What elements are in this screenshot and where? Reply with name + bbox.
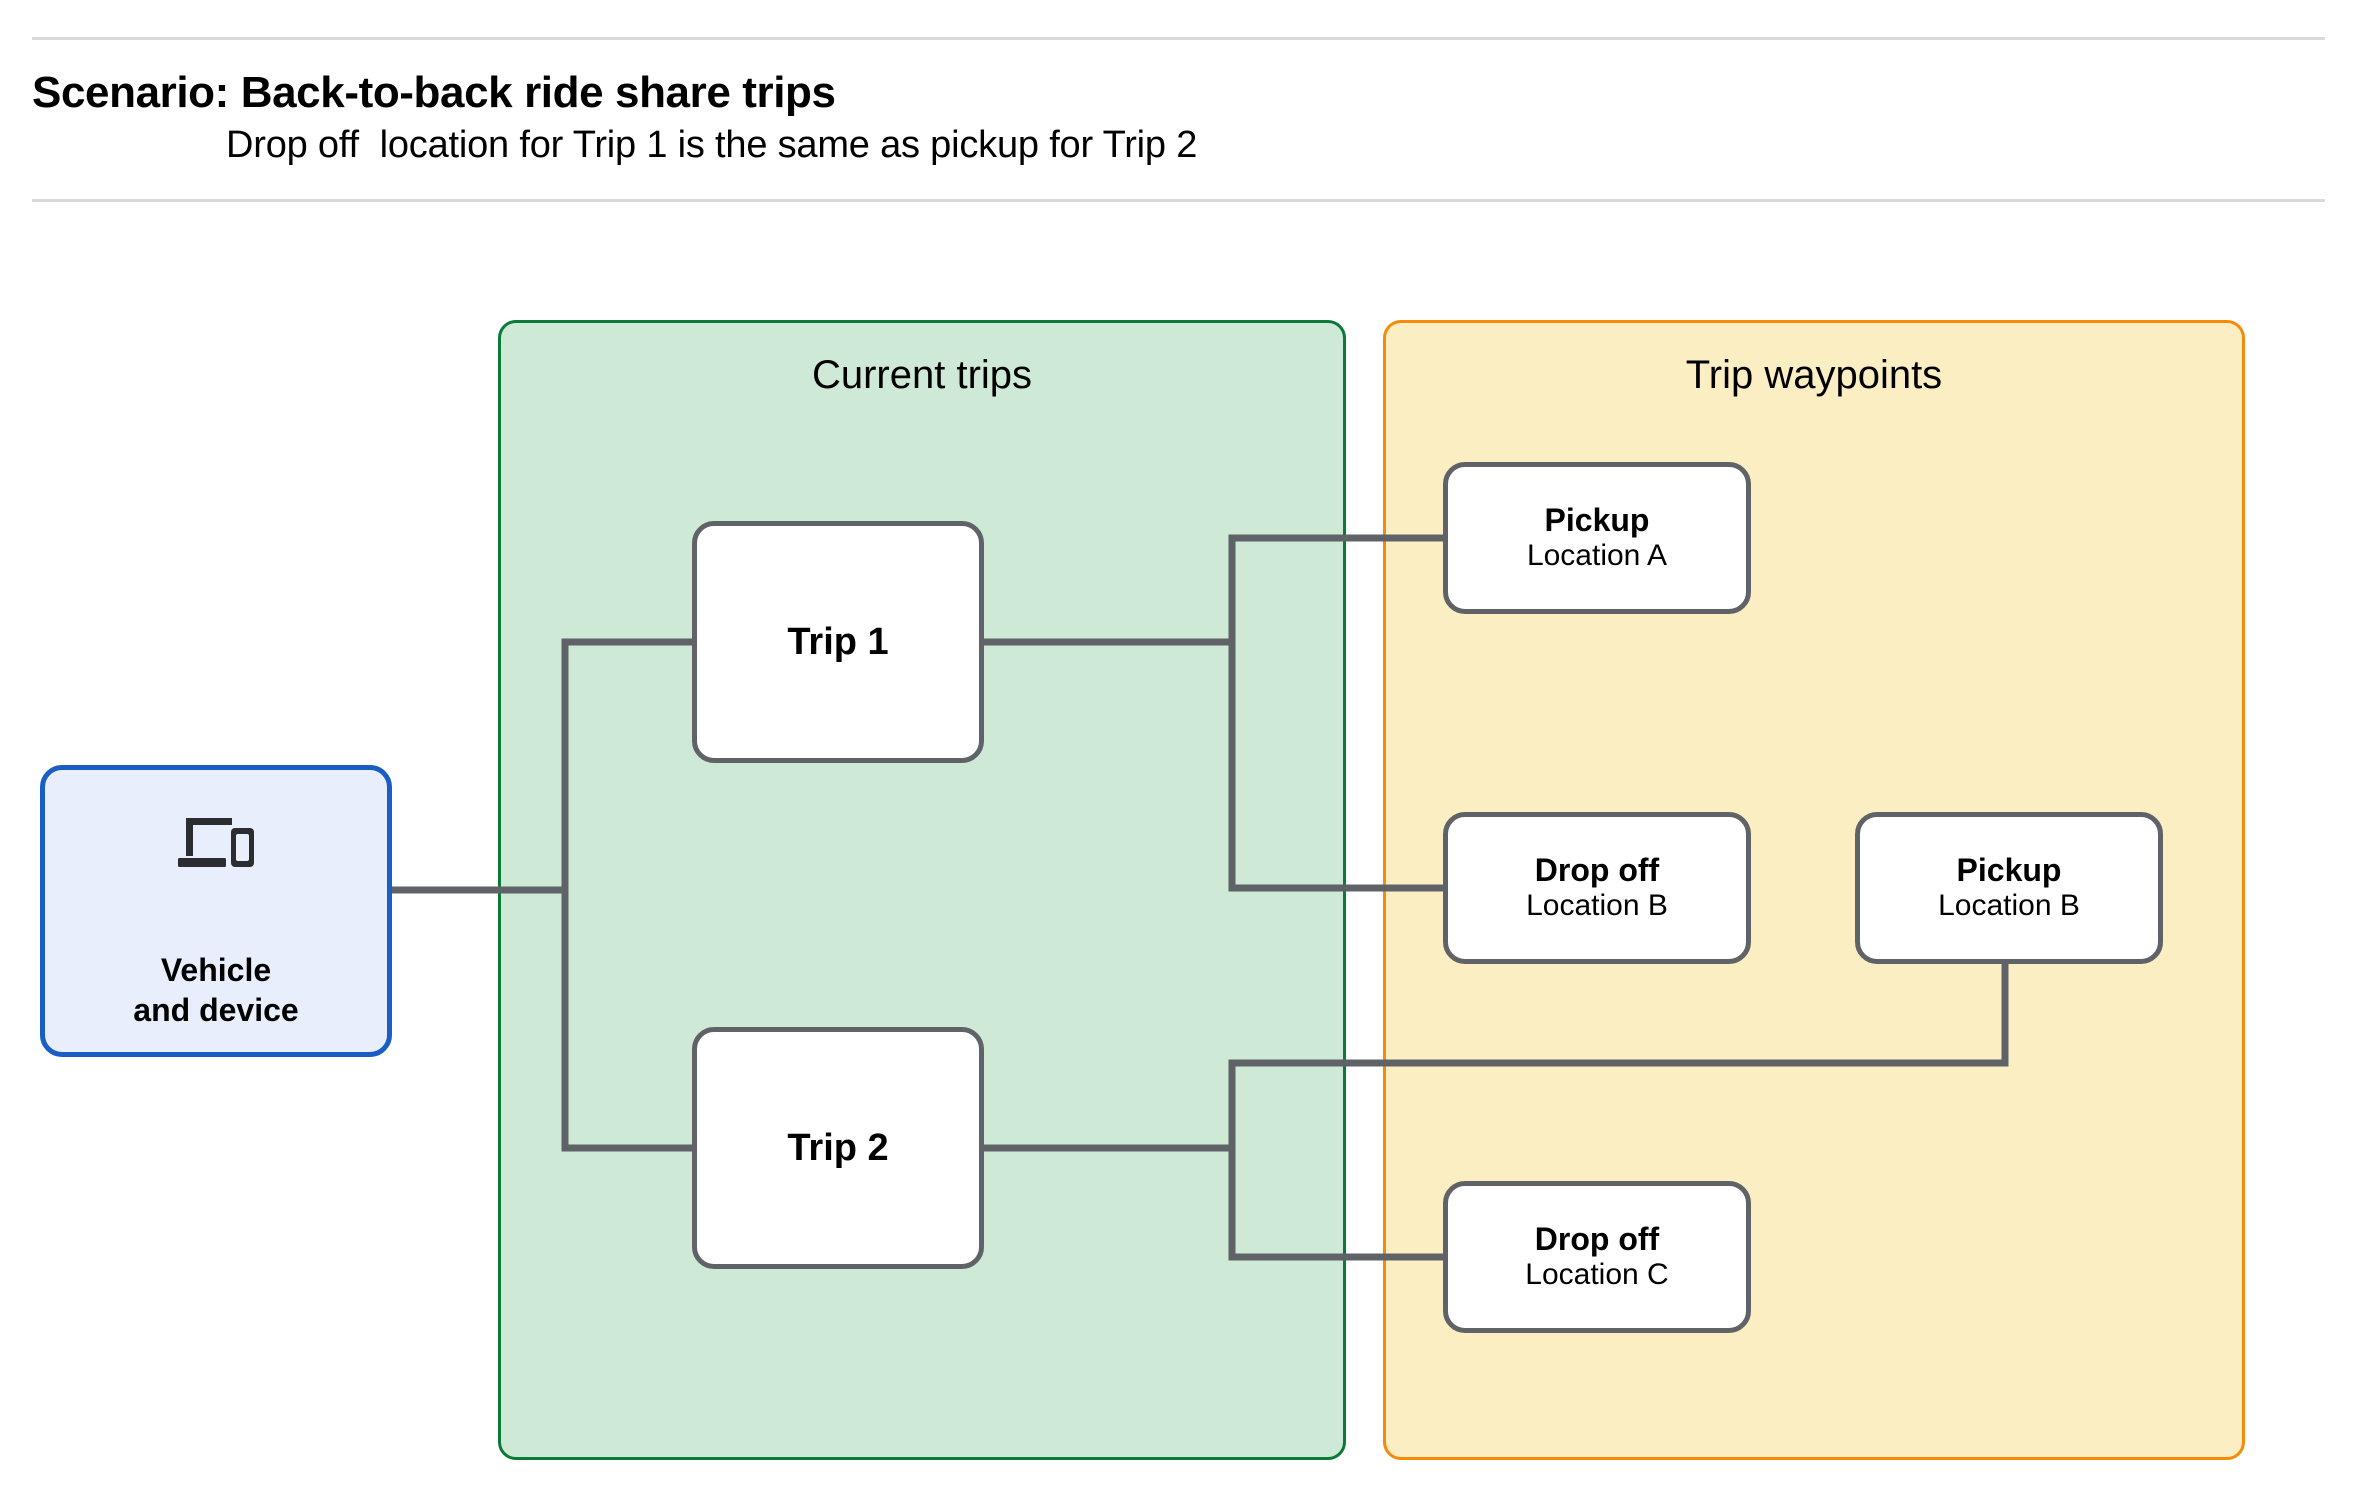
vehicle-and-device-label: Vehicle and device <box>133 952 299 1028</box>
trip-2-node[interactable]: Trip 2 <box>692 1027 984 1269</box>
waypoint-dropoff-c-location: Location C <box>1525 1258 1669 1292</box>
waypoint-pickup-b-location: Location B <box>1938 889 2080 923</box>
trip-1-label: Trip 1 <box>787 620 889 663</box>
waypoint-pickup-b-node[interactable]: Pickup Location B <box>1855 812 2163 964</box>
trip-2-label: Trip 2 <box>787 1126 889 1169</box>
header-divider-top <box>32 37 2325 40</box>
waypoint-pickup-b-type: Pickup <box>1956 852 2062 889</box>
vehicle-and-device-node[interactable]: Vehicle and device <box>40 765 392 1057</box>
waypoint-dropoff-b-location: Location B <box>1526 889 1668 923</box>
waypoint-dropoff-c-node[interactable]: Drop off Location C <box>1443 1181 1751 1333</box>
devices-icon <box>178 818 254 867</box>
waypoint-dropoff-b-node[interactable]: Drop off Location B <box>1443 812 1751 964</box>
waypoint-pickup-a-location: Location A <box>1526 539 1668 573</box>
waypoint-dropoff-b-type: Drop off <box>1534 852 1660 889</box>
group-trip-waypoints-title: Trip waypoints <box>1685 353 1943 397</box>
waypoint-pickup-a-type: Pickup <box>1544 502 1650 539</box>
page-title: Scenario: Back-to-back ride share trips <box>32 68 836 117</box>
waypoint-pickup-a-node[interactable]: Pickup Location A <box>1443 462 1751 614</box>
page-subtitle: Drop off location for Trip 1 is the same… <box>226 124 1198 166</box>
trip-1-node[interactable]: Trip 1 <box>692 521 984 763</box>
header-divider-bottom <box>32 199 2325 202</box>
group-current-trips-title: Current trips <box>811 353 1033 397</box>
group-current-trips: Current trips <box>498 320 1346 1460</box>
waypoint-dropoff-c-type: Drop off <box>1534 1221 1660 1258</box>
